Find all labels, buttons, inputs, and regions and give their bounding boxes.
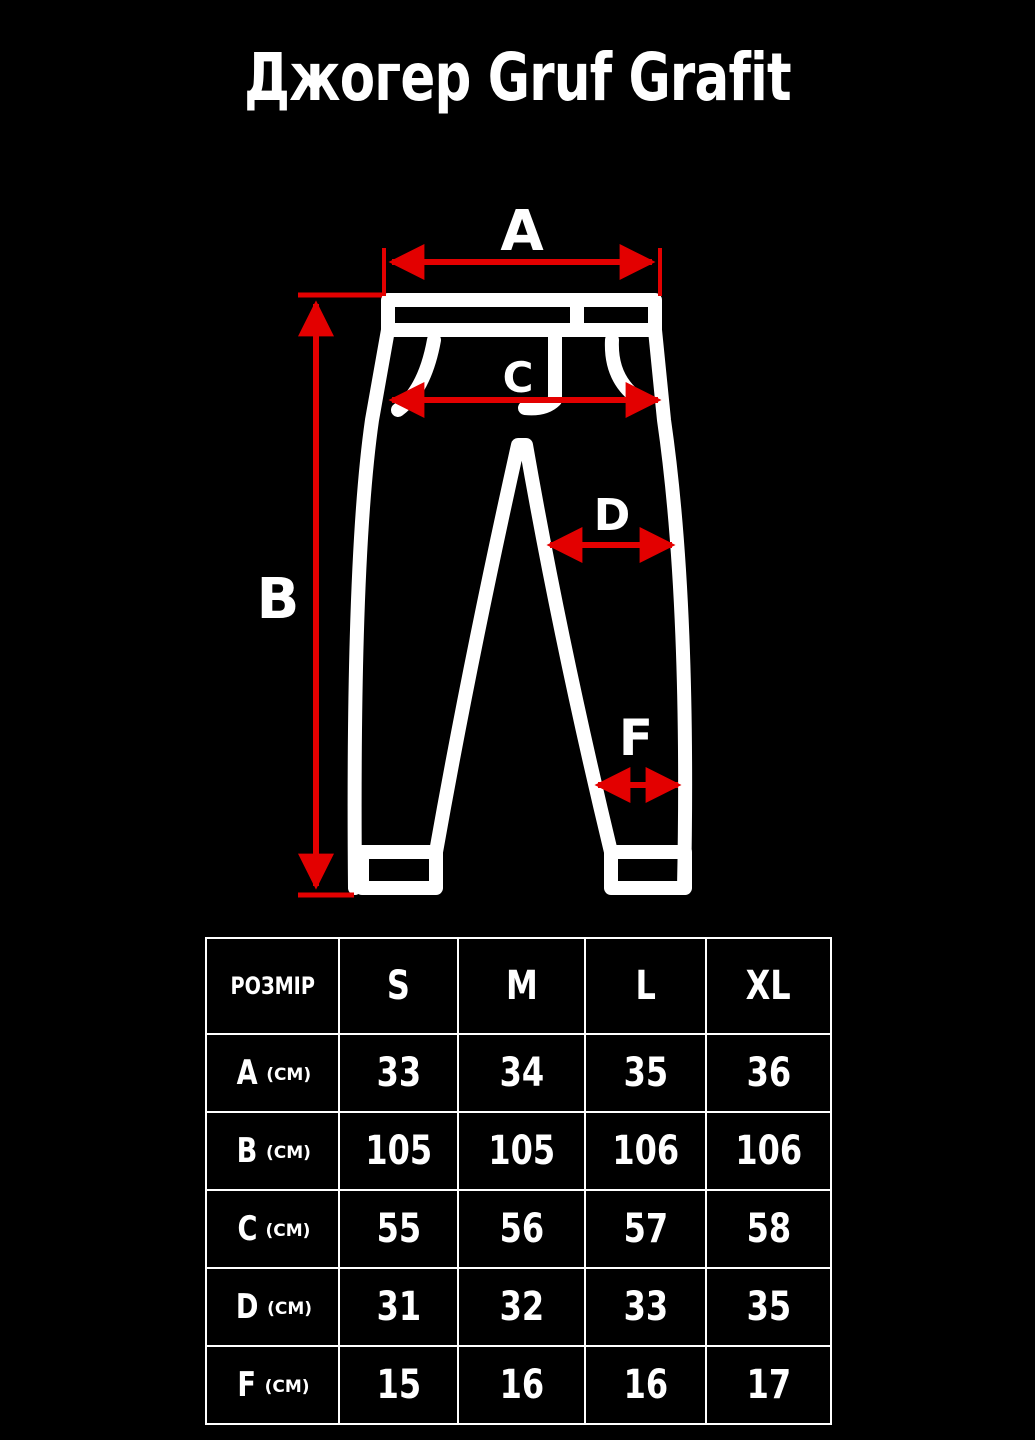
table-row: C(СМ) 55 56 57 58 — [205, 1189, 832, 1269]
row-label-b: B(СМ) — [205, 1111, 340, 1191]
label-a: A — [500, 199, 544, 264]
table-cell: 35 — [705, 1267, 832, 1347]
size-col-m: M — [457, 937, 586, 1035]
table-cell: 17 — [705, 1345, 832, 1425]
table-cell: 34 — [457, 1033, 586, 1113]
table-row: F(СМ) 15 16 16 17 — [205, 1345, 832, 1425]
table-cell: 33 — [584, 1267, 707, 1347]
table-cell: 57 — [584, 1189, 707, 1269]
row-label-c: C(СМ) — [205, 1189, 340, 1269]
size-col-l: L — [584, 937, 707, 1035]
size-table: РОЗМІР S M L XL A(СМ) 33 34 35 36 B(СМ) … — [205, 937, 832, 1425]
table-cell: 55 — [338, 1189, 459, 1269]
table-cell: 58 — [705, 1189, 832, 1269]
table-cell: 105 — [338, 1111, 459, 1191]
measurement-arrows — [298, 244, 682, 898]
table-cell: 105 — [457, 1111, 586, 1191]
waistband-shape — [381, 293, 662, 337]
row-label-a: A(СМ) — [205, 1033, 340, 1113]
inner-leg-seam — [429, 438, 618, 859]
left-outer-seam — [347, 323, 395, 895]
label-b: B — [257, 567, 300, 632]
table-cell: 31 — [338, 1267, 459, 1347]
row-label-d: D(СМ) — [205, 1267, 340, 1347]
table-cell: 106 — [584, 1111, 707, 1191]
row-label-f: F(СМ) — [205, 1345, 340, 1425]
table-row: A(СМ) 33 34 35 36 — [205, 1033, 832, 1113]
label-d: D — [594, 490, 631, 541]
table-cell: 15 — [338, 1345, 459, 1425]
size-col-xl: XL — [705, 937, 832, 1035]
table-cell: 33 — [338, 1033, 459, 1113]
left-cuff-shape — [355, 845, 443, 895]
table-cell: 106 — [705, 1111, 832, 1191]
page-title: Джогер Gruf Grafit — [244, 39, 791, 116]
table-cell: 16 — [584, 1345, 707, 1425]
size-header-label: РОЗМІР — [205, 937, 340, 1035]
table-cell: 56 — [457, 1189, 586, 1269]
right-outer-seam — [648, 323, 693, 895]
table-cell: 35 — [584, 1033, 707, 1113]
size-col-s: S — [338, 937, 459, 1035]
table-row: B(СМ) 105 105 106 106 — [205, 1111, 832, 1191]
right-cuff-shape — [604, 845, 692, 895]
label-f: F — [619, 709, 653, 767]
table-row: D(СМ) 31 32 33 35 — [205, 1267, 832, 1347]
table-cell: 36 — [705, 1033, 832, 1113]
right-pocket — [604, 333, 647, 407]
table-cell: 16 — [457, 1345, 586, 1425]
pants-measurement-diagram: A B C D F — [257, 199, 693, 898]
table-cell: 32 — [457, 1267, 586, 1347]
size-header-row: РОЗМІР S M L XL — [205, 937, 832, 1035]
label-c: C — [503, 353, 534, 402]
